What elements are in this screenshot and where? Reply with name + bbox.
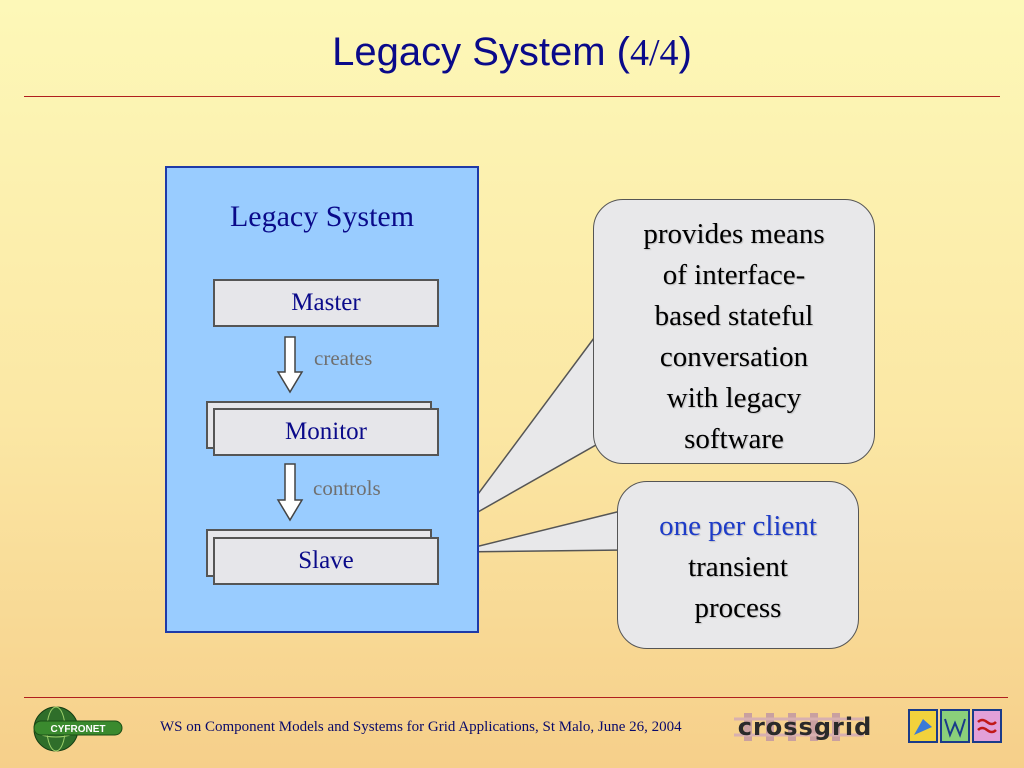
cyfronet-logo-icon: CYFRONET xyxy=(33,706,123,752)
slide-title: Legacy System (4/4) xyxy=(0,30,1024,75)
edge-label-controls: controls xyxy=(313,476,381,500)
title-divider xyxy=(24,96,1000,97)
master-node: Master xyxy=(213,279,439,327)
callout-line: of interface- xyxy=(662,259,806,291)
partner-logos-icon xyxy=(908,709,1002,743)
arrow-creates-icon xyxy=(276,336,304,394)
footer-caption: WS on Component Models and Systems for G… xyxy=(160,719,682,735)
callout-legacy-system: provides means of interface- based state… xyxy=(593,199,875,464)
callout-line: with legacy xyxy=(666,382,802,414)
callout-line: process xyxy=(694,592,782,624)
edge-label-creates: creates xyxy=(314,346,373,370)
legacy-system-label: Legacy System xyxy=(229,200,415,233)
arrow-controls-icon xyxy=(276,463,304,522)
slave-node: Slave xyxy=(213,537,439,585)
callout-line: transient xyxy=(688,551,788,583)
slide-title-text: Legacy System ( xyxy=(332,30,630,74)
callout-highlight: one per client xyxy=(659,510,817,542)
callout-line: software xyxy=(684,423,784,455)
slide-title-close: ) xyxy=(678,30,692,74)
callout-slave: one per client transient process xyxy=(617,481,859,649)
callout-line: provides means xyxy=(643,218,825,250)
monitor-node: Monitor xyxy=(213,408,439,456)
slide-title-number: 4/4 xyxy=(630,32,679,74)
callout-line: based stateful xyxy=(654,300,814,332)
footer-divider xyxy=(24,697,1008,698)
cyfronet-logo-text: CYFRONET xyxy=(51,724,106,735)
callout-line: conversation xyxy=(659,341,809,373)
crossgrid-logo-icon: crossgrid xyxy=(734,713,873,741)
crossgrid-logo-text: crossgrid xyxy=(738,713,873,741)
